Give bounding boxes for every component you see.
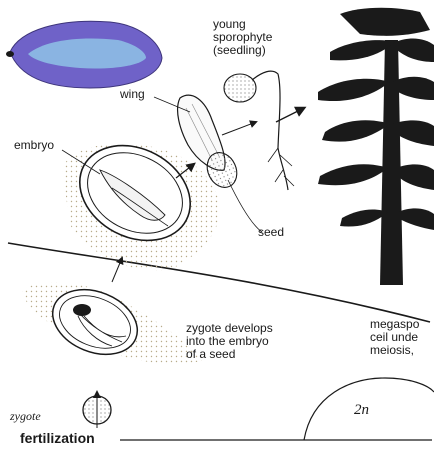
label-zygote: zygote: [10, 410, 41, 423]
label-young-sporophyte: young sporophyte (seedling): [213, 18, 272, 57]
label-fertilization: fertilization: [20, 432, 95, 445]
developing-embryo: [22, 278, 205, 367]
label-wing: wing: [120, 88, 145, 101]
label-ploidy: 2n: [354, 404, 369, 417]
label-megaspore: megaspo ceil unde meiosis,: [370, 318, 419, 357]
pine-tree: [318, 8, 434, 285]
label-zygote-develops: zygote develops into the embryo of a see…: [186, 322, 273, 361]
seed-micrograph: [6, 21, 162, 88]
arrow-seed-to-seedling: [222, 122, 256, 135]
diploid-arc: [304, 378, 434, 440]
label-seed: seed: [258, 226, 284, 239]
label-embryo: embryo: [14, 139, 54, 152]
